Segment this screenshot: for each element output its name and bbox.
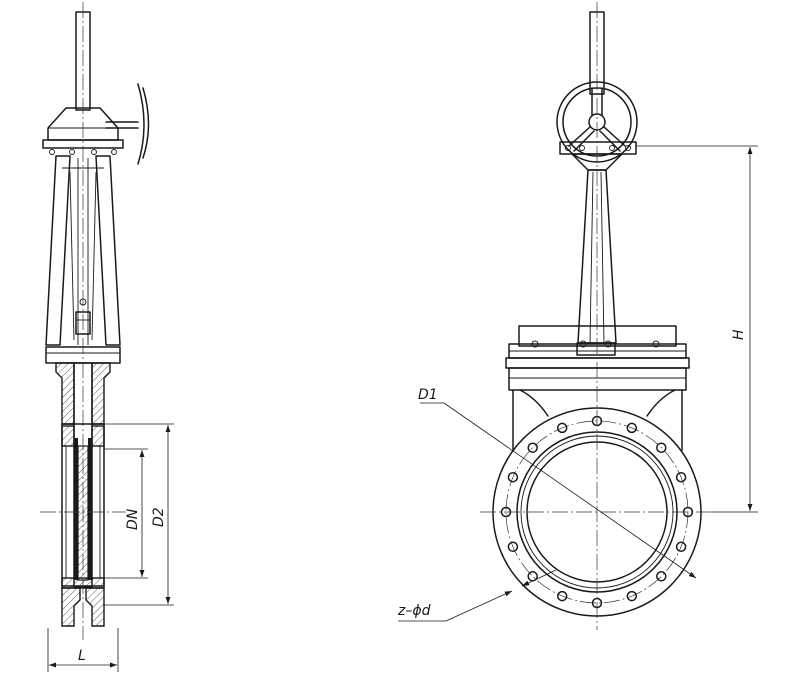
bolt-hole [656, 442, 667, 453]
bolt-hole [507, 471, 519, 483]
bolt-hole [626, 422, 638, 434]
dimension-l: L [47, 628, 119, 672]
dimension-h: H [636, 145, 758, 513]
label-bolt-holes: z–ϕd [397, 603, 431, 619]
side-handwheel [105, 83, 150, 165]
dimension-dn: DN [104, 448, 148, 579]
side-neck-section [55, 362, 75, 425]
bolt-hole [556, 590, 568, 602]
bolt-hole [626, 590, 638, 602]
side-yoke [45, 155, 121, 346]
label-d1: D1 [418, 387, 438, 403]
label-h: H [731, 329, 747, 340]
bolt-hole [507, 541, 519, 553]
side-view: L DN D2 [40, 2, 174, 672]
bolt-hole [656, 571, 667, 582]
leader-bolt-holes: z–ϕd [397, 569, 557, 622]
bolt-hole [675, 471, 687, 483]
label-l: L [78, 648, 86, 664]
front-view: H D1 z–ϕd [397, 2, 758, 630]
leader-d1: D1 [418, 387, 697, 579]
label-d2: D2 [151, 507, 167, 527]
bolt-hole [527, 442, 538, 453]
label-dn: DN [125, 508, 141, 530]
front-bonnet [505, 325, 690, 369]
bolt-hole [556, 422, 568, 434]
front-column [577, 169, 617, 344]
front-body [508, 367, 687, 451]
bolt-hole [675, 541, 687, 553]
dimension-d2: D2 [104, 423, 174, 606]
